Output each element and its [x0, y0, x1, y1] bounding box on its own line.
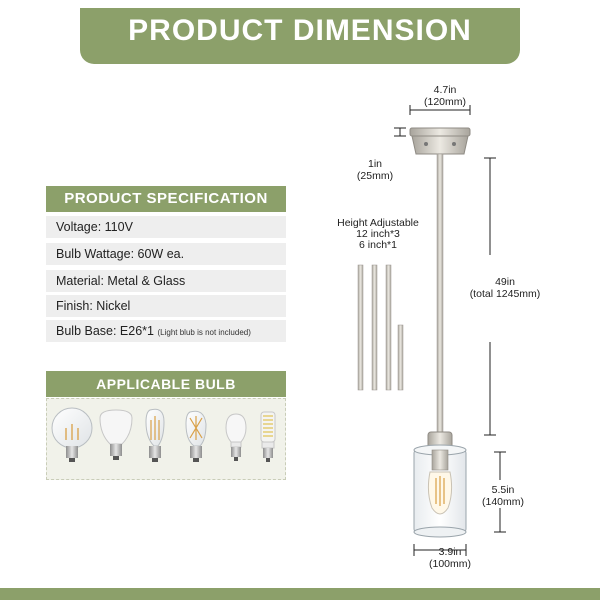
globe-bulb-icon — [51, 407, 93, 462]
canopy-height-label: 1in(25mm) — [356, 158, 394, 182]
a19-led-bulb-icon — [225, 413, 247, 461]
canopy-width-label: 4.7in(120mm) — [423, 84, 466, 108]
bottom-band — [0, 588, 600, 600]
shade-width-label: 3.9in(100mm) — [428, 546, 471, 570]
fixture-diagram — [357, 105, 506, 556]
dimension-lines — [394, 105, 506, 556]
br-flood-bulb-icon — [99, 409, 133, 460]
spec-row-material: Material: Metal & Glass — [46, 270, 286, 292]
shade-height-label: 5.5in(140mm) — [481, 484, 524, 508]
header-banner — [80, 8, 520, 64]
bulb-title: APPLICABLE BULB — [46, 371, 286, 397]
spec-note: (Light blub is not included) — [157, 328, 251, 337]
canopy — [409, 127, 471, 155]
rod — [436, 153, 444, 435]
extension-rods — [357, 264, 404, 391]
spec-row-wattage: Bulb Wattage: 60W ea. — [46, 243, 286, 265]
glass-shade — [413, 444, 467, 538]
spec-title: PRODUCT SPECIFICATION — [46, 186, 286, 212]
page-title: PRODUCT DIMENSION — [128, 14, 472, 47]
spec-row-finish: Finish: Nickel — [46, 295, 286, 317]
corn-led-bulb-icon — [260, 411, 276, 462]
total-height-label: 49in(total 1245mm) — [469, 276, 541, 300]
spec-row-bulb-base: Bulb Base: E26*1 (Light blub is not incl… — [46, 320, 286, 342]
spec-row-voltage: Voltage: 110V — [46, 216, 286, 238]
edison-st-bulb-icon — [145, 408, 165, 462]
bulb-icons — [51, 407, 276, 462]
edison-squirrel-cage-bulb-icon — [185, 410, 207, 462]
